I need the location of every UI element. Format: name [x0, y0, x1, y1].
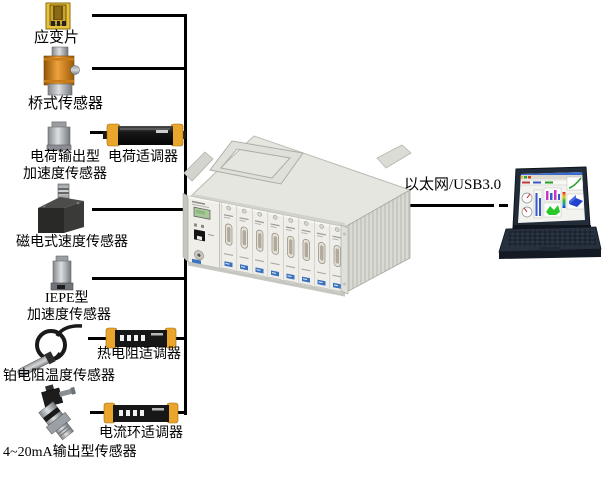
laptop-icon [498, 166, 602, 259]
label-iepe-line1: IEPE型 [45, 291, 89, 306]
label-current-sensor: 4~20mA输出型传感器 [3, 445, 137, 460]
label-rtd-sensor: 铂电阻温度传感器 [3, 369, 115, 384]
label-iepe-line2: 加速度传感器 [27, 308, 111, 323]
charge-accelerometer-icon [46, 121, 72, 151]
label-charge-conditioner: 电荷适调器 [108, 150, 178, 165]
label-charge-accel-line1: 电荷输出型 [30, 150, 100, 165]
chassis-controller-module [192, 200, 220, 269]
label-bridge-sensor: 桥式传感器 [28, 96, 104, 112]
current-loop-conditioner-icon [103, 402, 179, 424]
wire-velocity-sensor [92, 208, 189, 211]
wire-chassis-to-pc-dash [499, 204, 508, 207]
label-loop-conditioner: 电流环适调器 [99, 426, 183, 441]
wire-chassis-to-pc [402, 204, 494, 207]
label-velocity-sensor: 磁电式速度传感器 [16, 235, 128, 250]
label-strain-gauge: 应变片 [34, 30, 80, 46]
wire-strain-gauge [92, 14, 184, 17]
wire-bridge-sensor [92, 67, 184, 70]
iepe-accelerometer-icon [50, 255, 74, 291]
pressure-transmitter-icon [38, 384, 76, 441]
velocity-sensor-icon [38, 183, 84, 233]
laptop-screen-content [518, 172, 585, 219]
rtd-conditioner-icon [105, 327, 177, 349]
label-ethernet-usb-link: 以太网/USB3.0 [404, 177, 502, 193]
strain-gauge-icon [45, 2, 71, 30]
chassis-handle [209, 140, 304, 185]
laptop-touchpad [540, 247, 560, 251]
rtd-probe-icon [17, 324, 83, 377]
laptop-keyboard [505, 229, 597, 247]
bridge-sensor-icon [43, 46, 80, 96]
controller-ethernet-port [194, 229, 205, 242]
label-charge-accel-line2: 加速度传感器 [23, 167, 107, 182]
label-rtd-conditioner: 热电阻适调器 [97, 347, 181, 362]
daq-chassis-icon [182, 135, 412, 297]
charge-conditioner-icon [103, 123, 186, 147]
wire-iepe [92, 277, 184, 280]
